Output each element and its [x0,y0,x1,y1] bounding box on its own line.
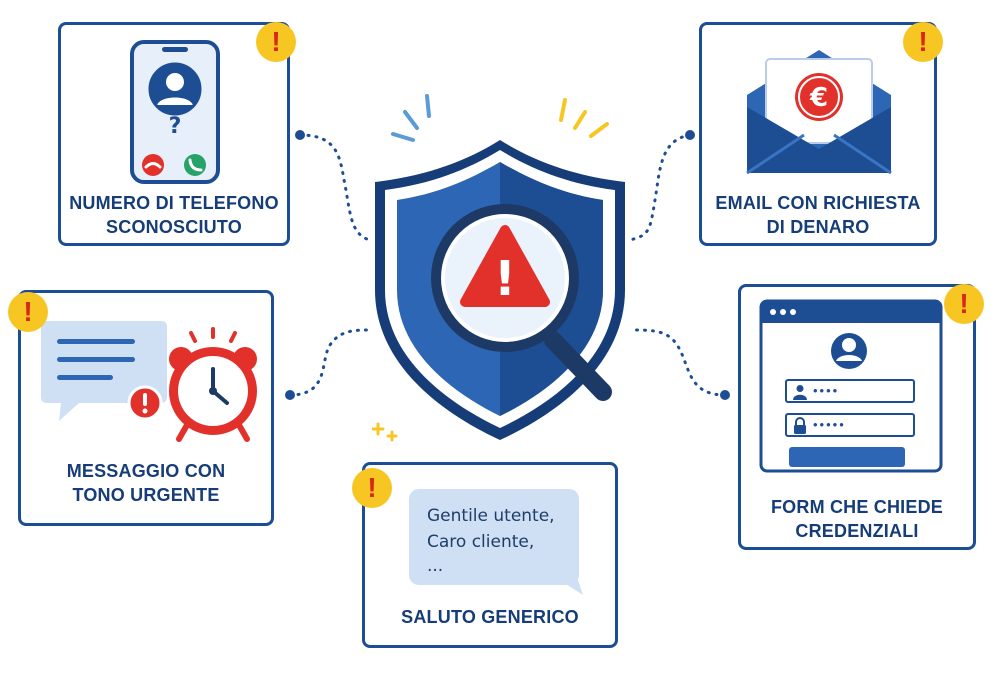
connector-dot-phone [295,130,305,140]
svg-text:?: ? [169,114,182,139]
connector-urgent [288,328,372,397]
card-label: NUMERO DI TELEFONO SCONOSCIUTO [69,193,279,237]
username-field: •••• [785,379,915,403]
connector-dot-urgent [285,390,295,400]
submit-button-shape [789,447,905,467]
user-icon [793,385,807,400]
smartphone-call-icon: ? [130,40,220,184]
username-mask: •••• [813,383,840,398]
greeting-line: Gentile utente, [427,506,555,526]
sparkle-icon [372,422,398,442]
password-field: ••••• [785,413,915,437]
greeting-line: Caro cliente, [427,532,535,552]
card-urgent-message: MESSAGGIO CON TONO URGENTE [18,290,274,526]
envelope-euro-icon: € [746,50,892,175]
card-generic-greeting: Gentile utente, Caro cliente, ... SALUTO… [362,462,618,648]
card-unknown-phone: ? NUMERO DI TELEFONO SCONOSCIUTO [58,22,290,246]
connector-form [628,328,727,397]
card-label: EMAIL CON RICHIESTA DI DENARO [715,193,921,237]
connector-phone [298,133,372,242]
chat-bubble-alert-icon [41,321,167,421]
euro-symbol: € [809,83,828,113]
card-label: MESSAGGIO CON TONO URGENTE [66,461,226,505]
warning-badge-icon: ! [256,22,296,62]
warning-badge-icon: ! [944,284,984,324]
warning-badge-icon: ! [8,292,48,332]
bubble-tail [555,577,583,595]
connector-dot-email [685,130,695,140]
warning-badge-icon: ! [903,22,943,62]
card-label: FORM CHE CHIEDE CREDENZIALI [770,497,943,541]
alarm-clock-icon [169,327,257,442]
connector-email [628,133,692,242]
alert-exclamation: ! [494,251,516,307]
shield-magnifier-warning-icon: ! [375,94,625,440]
card-credentials-form: •••• ••••• FORM CHE CHIEDE CREDENZIALI [738,284,976,550]
greeting-bubble: Gentile utente, Caro cliente, ... [409,489,579,585]
warning-badge-icon: ! [352,468,392,508]
lock-icon [794,417,806,434]
card-money-request-email: € EMAIL CON RICHIESTA DI DENARO [699,22,937,246]
password-mask: ••••• [813,417,846,432]
greeting-line: ... [427,556,444,576]
connector-dot-form [720,390,730,400]
card-label: SALUTO GENERICO [401,607,579,627]
